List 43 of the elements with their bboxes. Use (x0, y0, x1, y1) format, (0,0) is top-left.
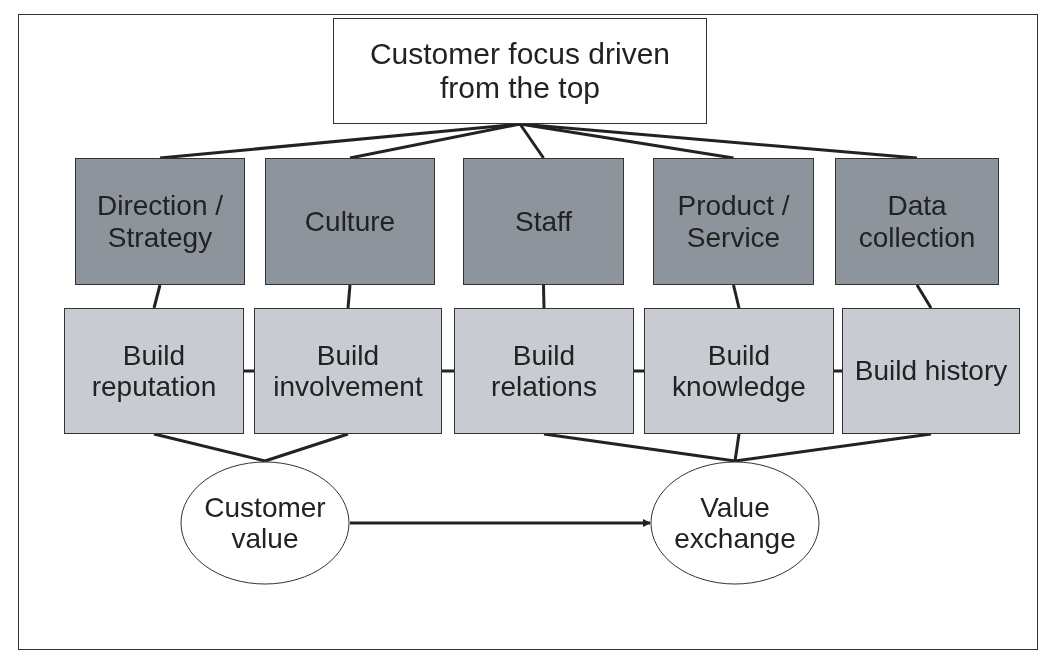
connector-line (153, 432, 266, 463)
process-box (842, 308, 1020, 434)
category-box (265, 158, 435, 285)
node-label: Build relations (490, 339, 598, 403)
connector-line (733, 433, 741, 462)
node-label: Build knowledge (671, 339, 807, 403)
connector-line (264, 432, 349, 463)
category-box (653, 158, 814, 285)
node-label: Value exchange (673, 491, 797, 555)
category-box (75, 158, 245, 285)
connector-line (244, 369, 254, 373)
connector-line (518, 123, 545, 159)
connector-line (542, 284, 546, 309)
connector-line (734, 432, 932, 463)
node-label: Build reputation (90, 339, 218, 403)
connector-line (152, 284, 162, 309)
process-box (254, 308, 442, 434)
node-label: Direction / Strategy (95, 190, 224, 253)
node-label: Customer focus driven from the top (368, 37, 672, 105)
connector-line (349, 122, 521, 160)
heading-box (333, 18, 707, 124)
process-box (454, 308, 634, 434)
process-box (64, 308, 244, 434)
process-box (644, 308, 834, 434)
connector-line (834, 369, 842, 373)
node-label: Product / Service (676, 190, 791, 253)
node-label: Staff (513, 205, 574, 238)
arrow (350, 519, 651, 527)
outcome-ellipse (650, 461, 820, 585)
connector-line (732, 284, 741, 309)
category-box (463, 158, 624, 285)
category-box (835, 158, 999, 285)
node-label: Data collection (857, 190, 977, 253)
node-label: Build involvement (272, 339, 424, 403)
node-label: Culture (303, 205, 397, 238)
connector-line (634, 369, 644, 373)
connector-line (915, 284, 933, 309)
node-label: Customer value (203, 491, 327, 555)
connector-line (442, 369, 454, 373)
connector-line (543, 432, 736, 463)
connector-line (346, 284, 352, 309)
outcome-ellipse (180, 461, 350, 585)
node-label: Build history (853, 355, 1009, 387)
